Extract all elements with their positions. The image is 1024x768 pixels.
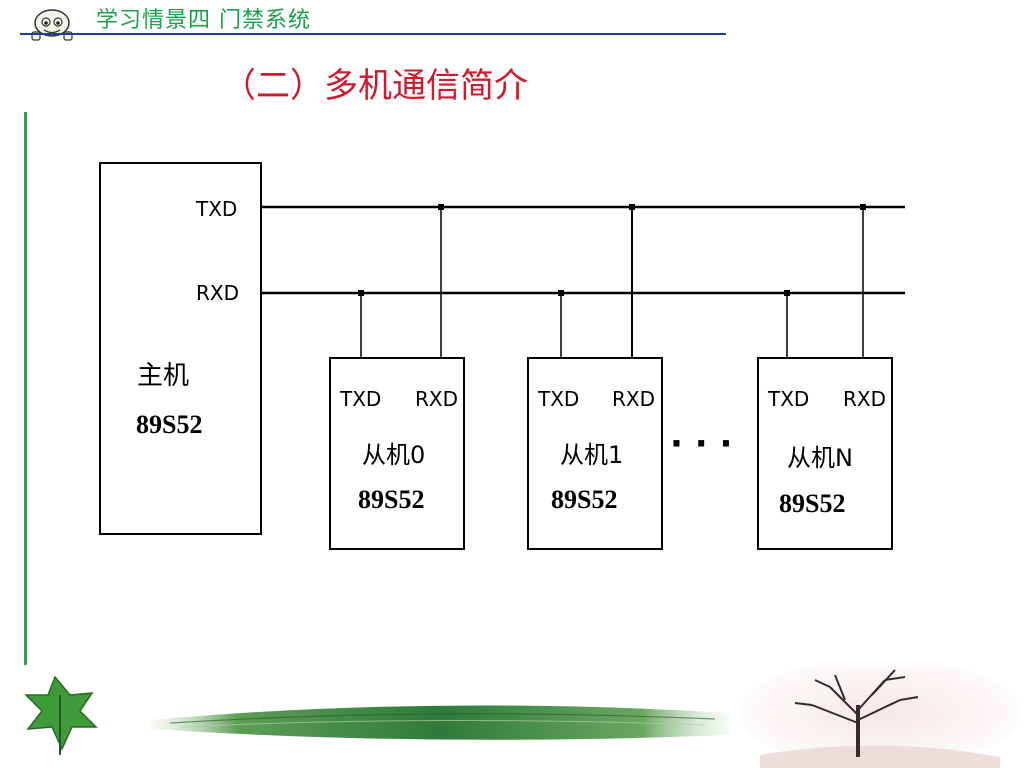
ellipsis-dots: · · · <box>670 424 732 464</box>
grass-strip <box>150 705 730 740</box>
slave-1-name: 从机1 <box>560 441 623 469</box>
slave-1-box <box>527 357 663 550</box>
slave-0-model: 89S52 <box>358 485 424 514</box>
slave-0-name: 从机0 <box>362 441 425 469</box>
slave-n-rxd-label: RXD <box>843 387 886 411</box>
slave-1-rxd-label: RXD <box>612 387 655 411</box>
mascot-icon <box>31 9 73 41</box>
host-model: 89S52 <box>136 410 202 439</box>
junction-dot <box>629 204 635 210</box>
junction-dot <box>558 290 564 296</box>
host-name: 主机 <box>137 361 189 391</box>
accent-bar <box>24 112 27 665</box>
tree-icon <box>740 665 1020 768</box>
junction-dot <box>438 204 444 210</box>
slave-0-box <box>329 357 465 550</box>
host-box <box>99 162 262 535</box>
header-rule <box>20 33 726 35</box>
junction-dot <box>358 290 364 296</box>
footer-decoration <box>24 665 1020 768</box>
slave-n-model: 89S52 <box>779 489 845 518</box>
slave-n-txd-label: TXD <box>767 387 809 411</box>
leaf-icon <box>24 675 98 755</box>
slide-title: （二）多机通信简介 <box>222 66 528 106</box>
slave-n-name: 从机N <box>787 444 853 472</box>
header-title: 学习情景四 门禁系统 <box>96 8 311 33</box>
slave-1-model: 89S52 <box>551 485 617 514</box>
slave-0-rxd-label: RXD <box>415 387 458 411</box>
slave-n-box <box>757 357 893 550</box>
slave-0-txd-label: TXD <box>339 387 381 411</box>
junction-dot <box>860 204 866 210</box>
junction-dot <box>784 290 790 296</box>
host-txd-label: TXD <box>195 197 237 221</box>
host-rxd-label: RXD <box>196 281 239 305</box>
slave-1-txd-label: TXD <box>537 387 579 411</box>
